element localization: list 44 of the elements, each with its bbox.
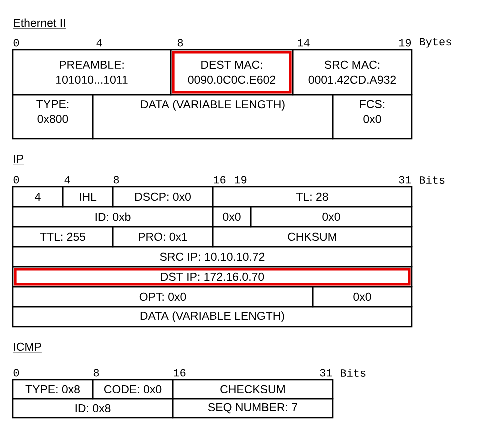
- field-cell: SRC MAC: 0001.42CD.A932: [292, 49, 413, 96]
- scale-number: 8: [178, 39, 184, 47]
- scale-number: 0: [14, 176, 20, 184]
- scale-number: 16: [174, 369, 186, 377]
- field-cell: TYPE: 0x8: [12, 379, 94, 400]
- scale-number: 16: [214, 176, 226, 184]
- field-cell: OPT: 0x0: [12, 286, 314, 308]
- scale-number: 14: [298, 39, 310, 47]
- field-cell: 0x0: [312, 286, 413, 308]
- field-cell: 4: [12, 186, 64, 208]
- field-cell: FCS: 0x0: [332, 94, 413, 140]
- field-cell: IHL: [62, 186, 114, 208]
- section-heading: Ethernet II: [13, 18, 66, 29]
- scale-number: 19: [235, 176, 247, 184]
- section-heading: ICMP: [13, 342, 42, 353]
- scale-number: 31: [320, 369, 332, 377]
- unit-label: Bits: [341, 368, 366, 378]
- scale-number: 8: [114, 176, 120, 184]
- unit-label: Bytes: [420, 38, 452, 48]
- field-cell: TYPE: 0x800: [12, 94, 94, 140]
- scale-number: 0: [14, 369, 20, 377]
- field-cell: CODE: 0x0: [92, 379, 174, 400]
- field-cell: CHKSUM: [212, 226, 413, 248]
- scale-number: 4: [64, 176, 70, 184]
- field-cell: SRC IP: 10.10.10.72: [12, 246, 413, 268]
- field-cell: DATA (VARIABLE LENGTH): [12, 306, 413, 328]
- field-cell: 0x0: [212, 206, 252, 228]
- scale-number: 31: [399, 176, 412, 184]
- field-cell: DEST MAC: 0090.0C0C.E602: [170, 49, 294, 96]
- field-cell: DST IP: 172.16.0.70: [12, 266, 413, 288]
- field-cell: TTL: 255: [12, 226, 114, 248]
- field-cell: CHECKSUM: [172, 379, 334, 400]
- field-cell: ID: 0xb: [12, 206, 214, 228]
- field-cell: ID: 0x8: [12, 398, 174, 419]
- unit-label: Bits: [420, 176, 445, 184]
- field-cell: DSCP: 0x0: [112, 186, 214, 208]
- field-cell: PRO: 0x1: [112, 226, 214, 248]
- scale-number: 8: [94, 369, 100, 377]
- field-cell: 0x0: [250, 206, 413, 228]
- field-cell: PREAMBLE: 101010...1011: [12, 49, 172, 96]
- section-heading: IP: [13, 155, 24, 165]
- field-cell: SEQ NUMBER: 7: [172, 398, 334, 419]
- field-cell: DATA (VARIABLE LENGTH): [92, 94, 334, 140]
- field-cell: TL: 28: [212, 186, 413, 208]
